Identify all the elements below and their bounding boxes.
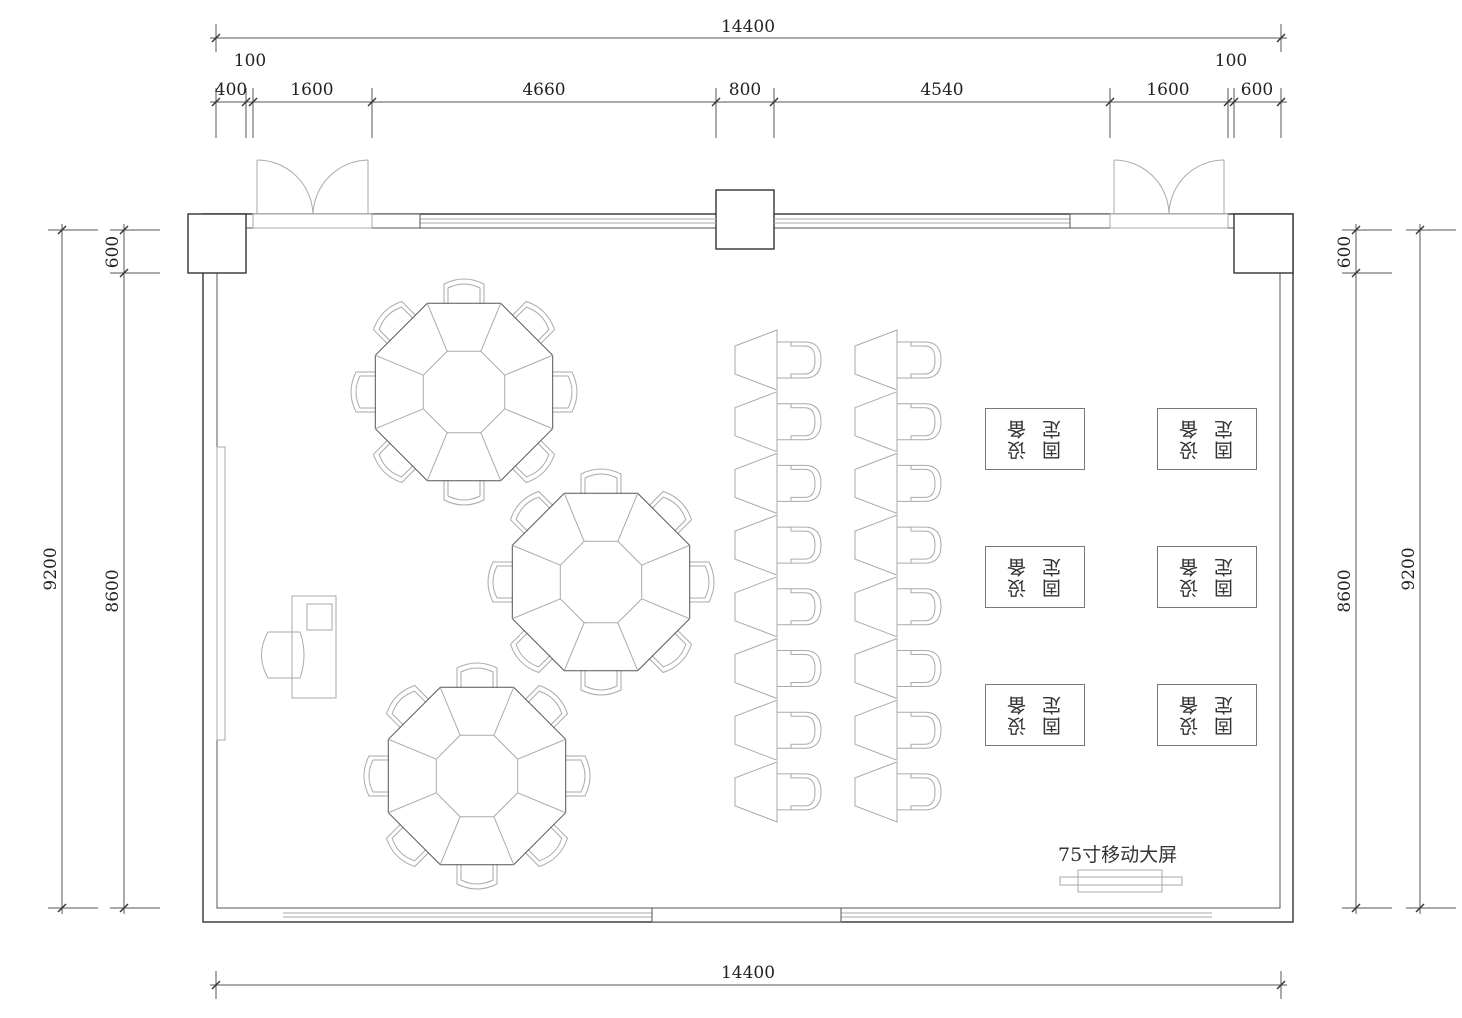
lecture-chair xyxy=(734,514,822,576)
equipment-label-1: 设备 xyxy=(1179,694,1201,736)
equipment-label-1: 设备 xyxy=(1007,556,1029,598)
dim-top-total: 14400 xyxy=(721,17,775,37)
mobile-screen xyxy=(1059,869,1183,893)
chair xyxy=(511,439,556,484)
dim-right-seg-1: 600 xyxy=(1335,236,1355,268)
fixed-equipment-1: 设备固定 xyxy=(985,408,1085,470)
dim-top-seg-2: 100 xyxy=(234,51,266,71)
equipment-label-2: 固定 xyxy=(1042,694,1064,736)
lecture-chair xyxy=(854,637,942,700)
chair xyxy=(524,823,569,868)
chair xyxy=(385,684,430,729)
lecture-chair xyxy=(734,761,822,823)
dim-left-total: 9200 xyxy=(41,547,61,590)
lecture-chair xyxy=(854,761,942,823)
dim-right-total: 9200 xyxy=(1399,547,1419,590)
lecture-chair xyxy=(734,699,822,761)
equipment-label-2: 固定 xyxy=(1214,694,1236,736)
round-table-3 xyxy=(363,662,591,890)
lecture-chair xyxy=(734,637,822,700)
lecture-chair xyxy=(854,452,942,515)
chair xyxy=(456,662,498,688)
equipment-label-2: 固定 xyxy=(1214,418,1236,460)
round-table-1 xyxy=(350,278,578,506)
dim-top-seg-9: 600 xyxy=(1241,80,1273,100)
door-left[interactable] xyxy=(256,159,369,215)
equipment-label-1: 设备 xyxy=(1179,556,1201,598)
chair xyxy=(524,684,569,729)
chair xyxy=(511,300,556,345)
chair xyxy=(443,278,485,304)
equipment-label-2: 固定 xyxy=(1214,556,1236,598)
dim-top-seg-3: 1600 xyxy=(290,80,333,100)
lecture-chair xyxy=(854,390,942,453)
walls xyxy=(187,189,1294,923)
fixed-equipment-4: 设备固定 xyxy=(1157,546,1257,608)
lecture-chair xyxy=(854,576,942,638)
lecture-chair xyxy=(854,329,942,391)
chair xyxy=(350,371,376,413)
chair xyxy=(648,490,693,535)
fixed-equipment-2: 设备固定 xyxy=(1157,408,1257,470)
chair xyxy=(372,300,417,345)
fixed-equipment-5: 设备固定 xyxy=(985,684,1085,746)
lecture-chair xyxy=(734,390,822,453)
lecture-chair xyxy=(854,514,942,576)
lecture-chair xyxy=(734,329,822,391)
chair xyxy=(689,561,715,603)
chair xyxy=(509,490,554,535)
dim-top-seg-1: 400 xyxy=(215,80,247,100)
chair xyxy=(565,755,591,797)
chair xyxy=(363,755,389,797)
dim-top-seg-5: 800 xyxy=(729,80,761,100)
dim-top-seg-8: 100 xyxy=(1215,51,1247,71)
lecture-chair xyxy=(854,699,942,761)
chair xyxy=(580,670,622,696)
equipment-label-2: 固定 xyxy=(1042,556,1064,598)
dim-left-seg-2: 8600 xyxy=(103,569,123,612)
fixed-equipment-6: 设备固定 xyxy=(1157,684,1257,746)
chair xyxy=(443,480,485,506)
dim-top-seg-7: 1600 xyxy=(1146,80,1189,100)
lecture-chair xyxy=(734,452,822,515)
dimension-lines xyxy=(48,24,1456,999)
chair xyxy=(385,823,430,868)
teacher-desk xyxy=(261,595,337,699)
chair xyxy=(487,561,513,603)
dim-right-seg-2: 8600 xyxy=(1335,569,1355,612)
chair xyxy=(580,468,622,494)
dim-top-seg-6: 4540 xyxy=(920,80,963,100)
dim-left-seg-1: 600 xyxy=(103,236,123,268)
equipment-label-1: 设备 xyxy=(1179,418,1201,460)
round-table-2 xyxy=(487,468,715,696)
pillar xyxy=(715,189,775,250)
equipment-label-1: 设备 xyxy=(1007,418,1029,460)
door-right[interactable] xyxy=(1113,159,1225,215)
chair xyxy=(372,439,417,484)
chair xyxy=(648,629,693,674)
chair xyxy=(509,629,554,674)
equipment-label-2: 固定 xyxy=(1042,418,1064,460)
equipment-label-1: 设备 xyxy=(1007,694,1029,736)
chair xyxy=(552,371,578,413)
lecture-chair xyxy=(734,576,822,638)
dim-top-seg-4: 4660 xyxy=(522,80,565,100)
screen-label: 75寸移动大屏 xyxy=(1058,844,1178,866)
dim-bottom-total: 14400 xyxy=(721,963,775,983)
chair xyxy=(456,864,498,890)
fixed-equipment-3: 设备固定 xyxy=(985,546,1085,608)
